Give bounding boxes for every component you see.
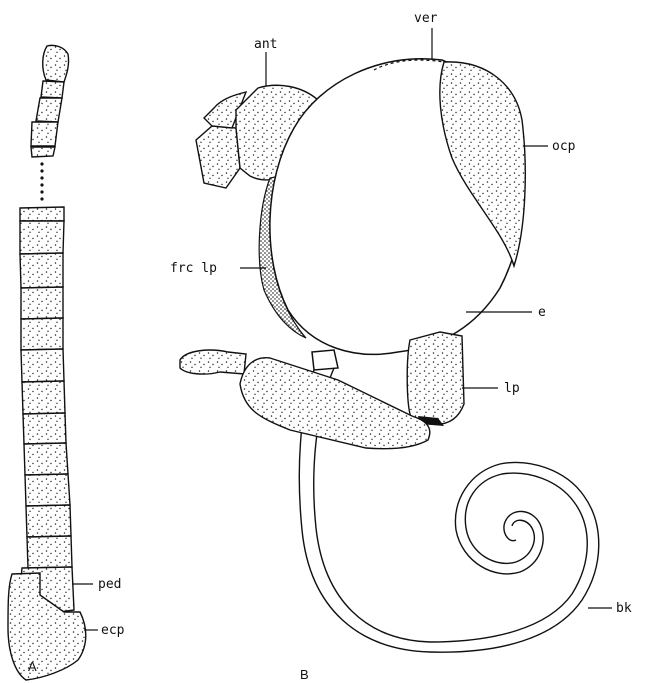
antenna-segment: [23, 413, 66, 444]
panel-label-b: B: [300, 667, 309, 682]
label-ver: ver: [414, 11, 438, 26]
panel-a-antenna: ped ecp A: [8, 45, 125, 680]
antenna-segment: [22, 381, 65, 414]
antenna-segment: [21, 318, 63, 350]
antenna-segment: [21, 287, 63, 319]
label-ped: ped: [98, 577, 121, 592]
label-e: e: [538, 305, 546, 320]
label-ocp: ocp: [552, 139, 576, 154]
label-bk: bk: [616, 601, 632, 616]
maxillary-palp-distal: [180, 350, 246, 374]
antenna-segment: [24, 443, 68, 475]
antenna-distal-segment: [31, 147, 55, 157]
antenna-segment: [20, 221, 64, 254]
antenna-segment: [20, 207, 64, 221]
antenna-segment: [25, 474, 70, 506]
antenna-distal-segment: [31, 122, 58, 146]
antenna-segment: [21, 349, 64, 382]
antenna-base-segment: [196, 126, 240, 188]
labial-palp: [407, 332, 464, 424]
panel-label-a: A: [28, 659, 37, 674]
label-ant: ant: [254, 37, 277, 52]
antenna-distal-segment: [36, 98, 62, 122]
panel-b-head: ver ant ocp frc lp e lp bk B: [170, 11, 632, 682]
antenna-segment: [20, 253, 63, 288]
antenna-distal-segment: [41, 81, 64, 98]
maxillary-palp-proximal: [240, 358, 430, 449]
antenna-segment: [27, 536, 72, 568]
label-lp: lp: [504, 381, 520, 396]
omission-dots: [40, 162, 43, 200]
neck-segment: [312, 350, 338, 370]
label-ecp: ecp: [101, 623, 125, 638]
antenna-segment: [26, 505, 71, 537]
antenna-tip-segment: [43, 45, 69, 82]
label-frclp: frc lp: [170, 261, 217, 276]
